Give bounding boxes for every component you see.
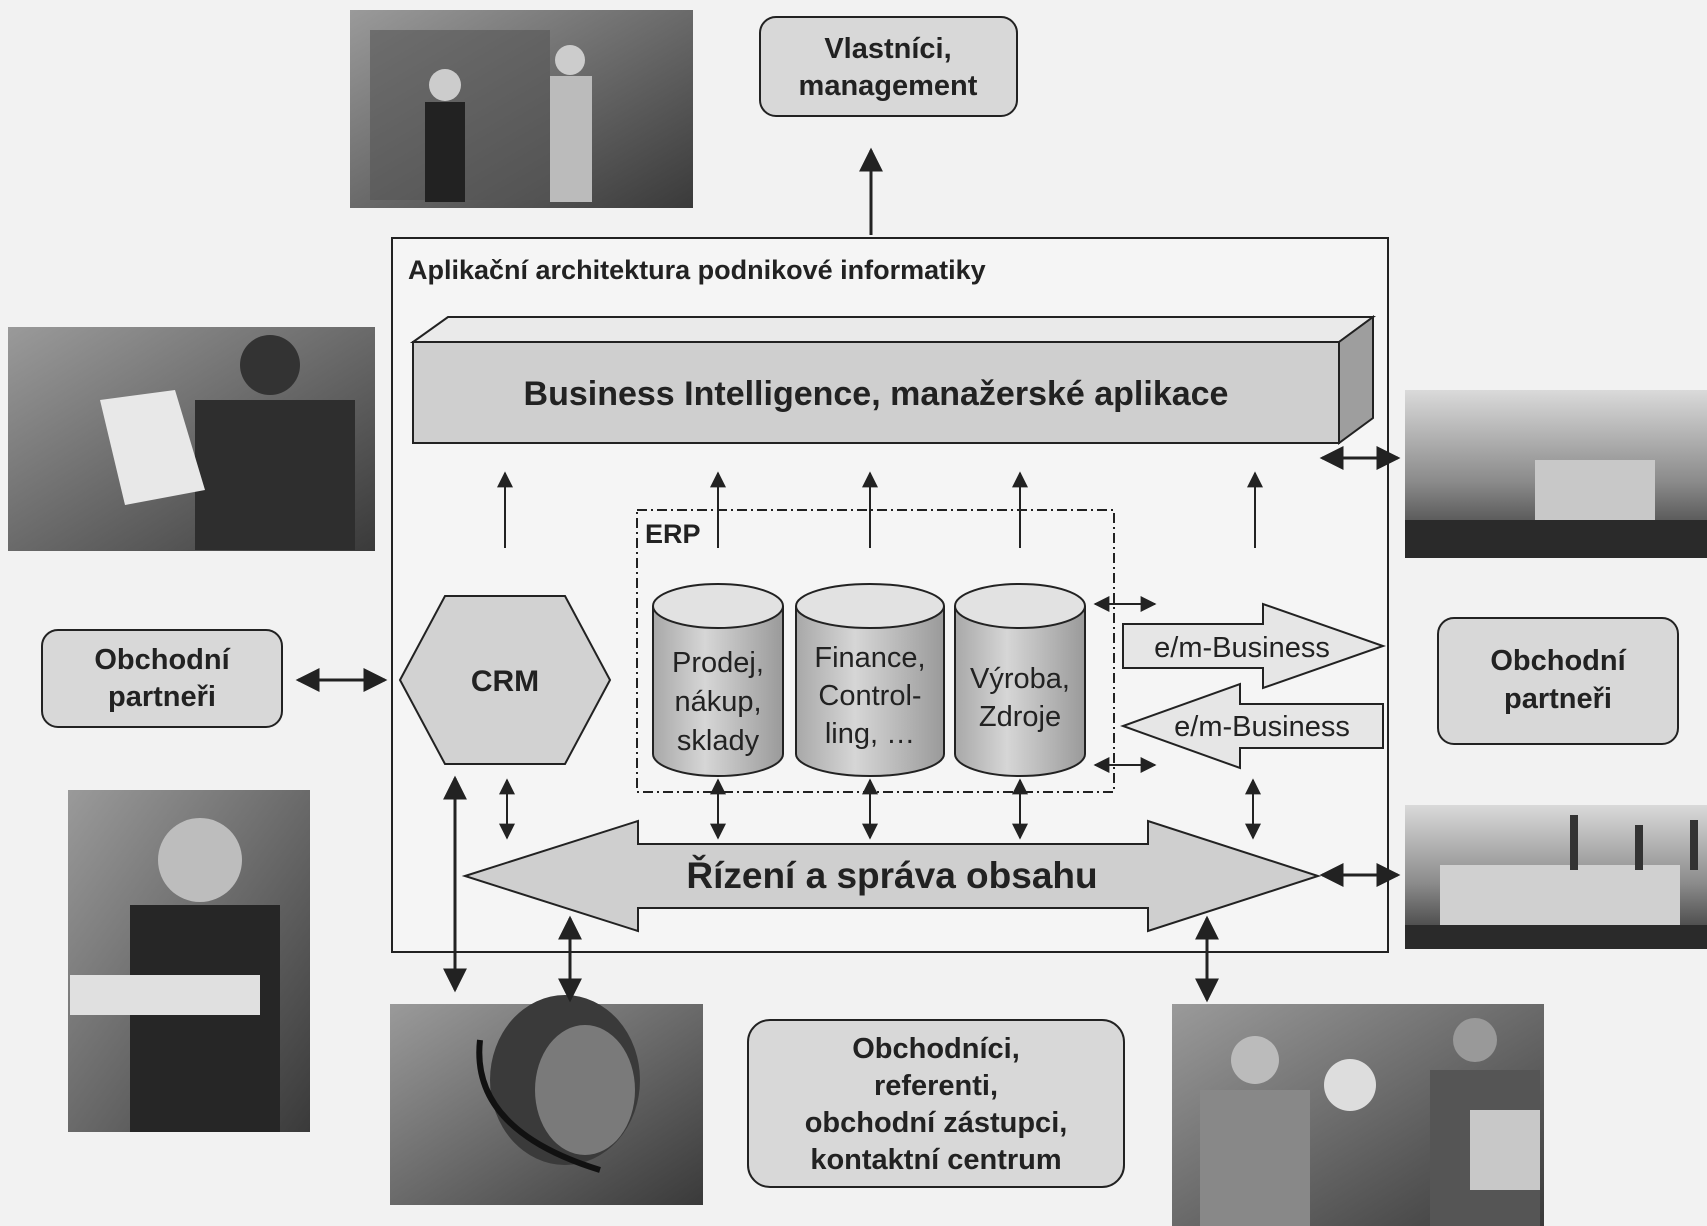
photo-factory — [1405, 805, 1707, 949]
erp-label: ERP — [645, 519, 701, 549]
photo-call-center — [390, 995, 703, 1205]
cylinder-finance — [795, 583, 945, 777]
sales-line3: obchodní zástupci, — [805, 1107, 1068, 1139]
architecture-title: Aplikační architektura podnikové informa… — [408, 255, 986, 285]
ebusiness-in-label: e/m-Business — [1174, 711, 1350, 743]
cylinder-finance-line1: Finance, — [814, 642, 925, 674]
cylinder-finance-line3: ling, … — [825, 718, 915, 750]
sales-line1: Obchodníci, — [852, 1033, 1020, 1065]
partners-left-line2: partneři — [108, 681, 216, 713]
arrows-to-content — [499, 778, 1261, 840]
photo-truck — [1405, 390, 1707, 558]
content-mgmt-label: Řízení a správa obsahu — [686, 854, 1097, 896]
ebusiness-in-arrow — [1120, 682, 1384, 770]
cylinder-production — [954, 583, 1086, 777]
cylinder-production-line1: Výroba, — [970, 663, 1070, 695]
partners-right-box — [1437, 617, 1679, 745]
photo-smiling-man — [68, 790, 310, 1132]
owners-line1: Vlastníci, — [824, 33, 951, 65]
partners-left-line1: Obchodní — [94, 644, 230, 676]
sales-line4: kontaktní centrum — [810, 1144, 1061, 1176]
erp-ebusiness-arrows — [1093, 596, 1157, 773]
ebusiness-out-label: e/m-Business — [1154, 632, 1330, 664]
crm-label: CRM — [471, 665, 539, 698]
owners-line2: management — [799, 70, 978, 102]
content-mgmt-arrow — [461, 819, 1322, 933]
owners-box — [759, 16, 1018, 117]
partners-right-line1: Obchodní — [1490, 645, 1626, 677]
partners-left-box — [41, 629, 283, 728]
photo-businessman-phone — [8, 327, 375, 551]
cylinder-sales-line2: nákup, — [674, 686, 761, 718]
ebusiness-out-arrow — [1122, 602, 1387, 690]
external-arrows — [295, 147, 1401, 1003]
sales-line2: referenti, — [874, 1070, 998, 1102]
bi-label: Business Intelligence, manažerské aplika… — [524, 375, 1229, 413]
sales-box — [747, 1019, 1125, 1188]
bi-block — [409, 315, 1377, 445]
photo-owners — [350, 10, 693, 208]
cylinder-sales-line3: sklady — [677, 725, 760, 757]
photo-meeting — [1172, 1004, 1544, 1226]
cylinder-finance-line2: Control- — [818, 680, 921, 712]
crm-hexagon — [398, 595, 612, 765]
cylinder-sales — [652, 583, 784, 777]
cylinder-production-line2: Zdroje — [979, 701, 1061, 733]
cylinder-sales-line1: Prodej, — [672, 647, 764, 679]
partners-right-line2: partneři — [1504, 683, 1612, 715]
